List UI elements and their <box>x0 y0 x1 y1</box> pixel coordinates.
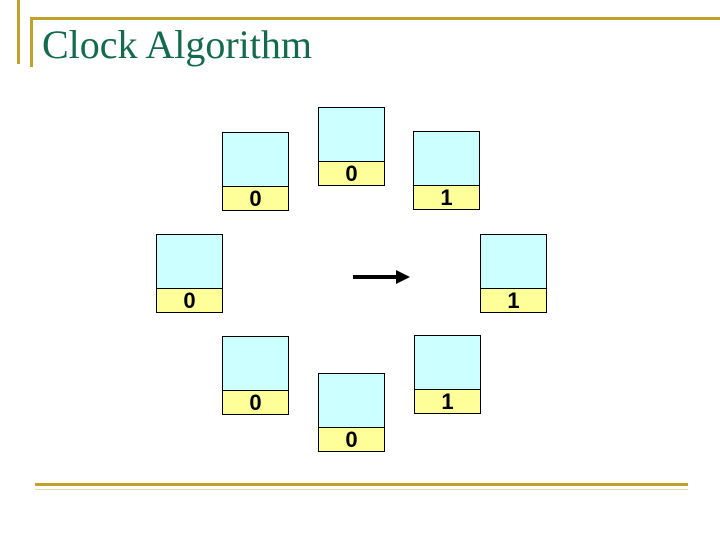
page-frame-body <box>223 133 288 186</box>
page-frame-bottom-left: 0 <box>222 336 289 415</box>
page-frame-right: 1 <box>480 234 547 313</box>
page-frame-body <box>415 336 480 389</box>
reference-bit-label: 0 <box>223 186 288 211</box>
page-frame-body <box>414 132 479 185</box>
left-accent-bar <box>17 0 20 64</box>
page-frame-top-left: 0 <box>222 132 289 211</box>
right-arrow-icon <box>353 270 410 284</box>
reference-bit-label: 0 <box>319 161 384 186</box>
page-frame-bottom-right: 1 <box>414 335 481 414</box>
page-frame-body <box>223 337 288 390</box>
reference-bit-label: 1 <box>415 389 480 414</box>
slide-title: Clock Algorithm <box>42 22 312 67</box>
page-frame-left: 0 <box>156 234 223 313</box>
page-frame-body <box>481 235 546 288</box>
title-top-rule <box>30 17 720 20</box>
page-frame-top-right: 1 <box>413 131 480 210</box>
reference-bit-label: 0 <box>319 427 384 452</box>
page-frame-top: 0 <box>318 107 385 186</box>
footer-rule-primary <box>35 483 688 486</box>
reference-bit-label: 0 <box>157 288 222 313</box>
title-side-rule <box>30 17 33 67</box>
page-frame-body <box>319 108 384 161</box>
reference-bit-label: 0 <box>223 390 288 415</box>
page-frame-bottom: 0 <box>318 373 385 452</box>
reference-bit-label: 1 <box>481 288 546 313</box>
footer-rule-secondary <box>35 489 688 490</box>
page-frame-body <box>157 235 222 288</box>
page-frame-body <box>319 374 384 427</box>
reference-bit-label: 1 <box>414 185 479 210</box>
